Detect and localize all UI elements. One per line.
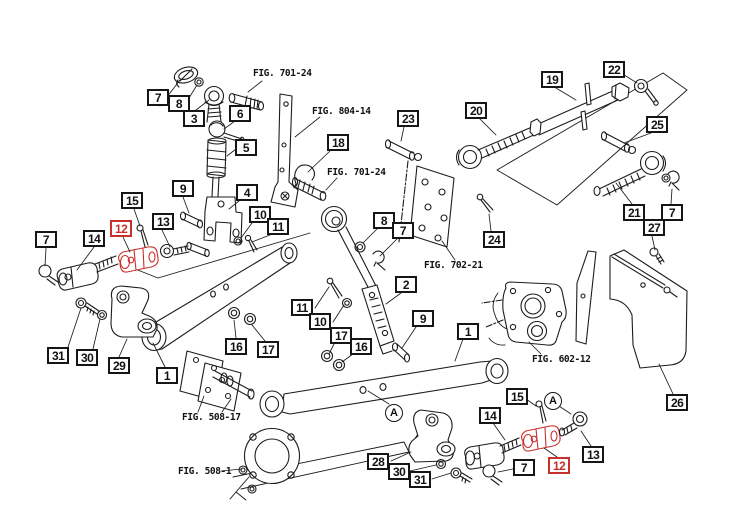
figure-ref-702-21: FIG. 702-21 [424,260,483,271]
callout-10[interactable]: 10 [249,206,272,223]
callout-22[interactable]: 22 [603,61,626,78]
lower-arm-bottom [232,413,433,490]
callout-1[interactable]: 1 [156,367,178,384]
callout-17[interactable]: 17 [330,327,353,344]
callout-14[interactable]: 14 [83,230,106,247]
callout-25[interactable]: 25 [646,116,669,133]
figure-ref-701-24-top: FIG. 701-24 [253,68,312,79]
callout-9[interactable]: 9 [412,310,434,327]
callout-7[interactable]: 7 [392,222,414,239]
callout-7[interactable]: 7 [35,231,57,248]
highlighted-clevis-right [520,425,561,452]
marker-a-left: A [385,404,403,422]
clevis-set-right [464,400,588,486]
callout-26[interactable]: 26 [666,394,689,411]
figure-ref-701-24-mid: FIG. 701-24 [327,167,386,178]
callout-12-highlighted[interactable]: 12 [110,220,133,237]
callout-28[interactable]: 28 [367,453,390,470]
lower-link-right [259,357,509,418]
callout-4[interactable]: 4 [236,184,258,201]
callout-5[interactable]: 5 [235,139,257,156]
clevis-set-left [38,224,210,291]
stay-bracket-left [75,285,158,338]
callout-13[interactable]: 13 [152,213,175,230]
callout-21[interactable]: 21 [623,204,646,221]
callout-11[interactable]: 11 [291,299,313,316]
callout-6[interactable]: 6 [229,105,251,122]
callout-15[interactable]: 15 [121,192,144,209]
callout-8[interactable]: 8 [373,212,395,229]
callout-17[interactable]: 17 [257,341,280,358]
callout-13[interactable]: 13 [582,446,605,463]
anchor-plate [398,160,455,248]
top-link-assembly [173,66,265,253]
callout-3[interactable]: 3 [183,110,205,127]
marker-a-right: A [544,392,562,410]
callout-2[interactable]: 2 [395,276,417,293]
callout-9[interactable]: 9 [172,180,194,197]
callout-7[interactable]: 7 [147,89,169,106]
callout-24[interactable]: 24 [483,231,506,248]
callout-31[interactable]: 31 [47,347,70,364]
upper-bracket [270,93,299,208]
axle-flange [229,427,301,501]
callout-16[interactable]: 16 [350,338,373,355]
callout-15[interactable]: 15 [506,388,529,405]
leader-lines [44,72,674,480]
figure-ref-602-12: FIG. 602-12 [532,354,591,365]
callout-29[interactable]: 29 [108,357,131,374]
callout-30[interactable]: 30 [388,463,411,480]
callout-18[interactable]: 18 [327,134,350,151]
gearbox-plate [481,281,567,346]
highlighted-clevis-left [117,246,159,273]
stay-bracket-right [408,409,473,484]
callout-8[interactable]: 8 [168,95,190,112]
figure-ref-804-14: FIG. 804-14 [312,106,371,117]
callout-10[interactable]: 10 [309,313,332,330]
background-panel-outline [129,72,688,279]
figure-ref-508-1: FIG. 508-1 [178,466,232,477]
callout-16[interactable]: 16 [225,338,248,355]
callout-23[interactable]: 23 [397,110,420,127]
lower-link-left [141,242,298,352]
callout-7[interactable]: 7 [513,459,535,476]
callout-30[interactable]: 30 [76,349,99,366]
callout-31[interactable]: 31 [409,471,432,488]
callout-19[interactable]: 19 [541,71,564,88]
pin-plate-assembly [179,350,255,412]
callout-12-highlighted[interactable]: 12 [548,457,571,474]
callout-11[interactable]: 11 [267,218,289,235]
leveling-rod-assembly [384,78,680,213]
callout-14[interactable]: 14 [479,407,502,424]
callout-7[interactable]: 7 [661,204,683,221]
rear-cover [575,247,688,369]
callout-1[interactable]: 1 [457,323,479,340]
hook-and-pin [291,164,327,202]
lift-rod-assembly [227,205,411,372]
callout-20[interactable]: 20 [465,102,488,119]
figure-ref-508-17: FIG. 508-17 [182,412,241,423]
callout-27[interactable]: 27 [643,219,666,236]
